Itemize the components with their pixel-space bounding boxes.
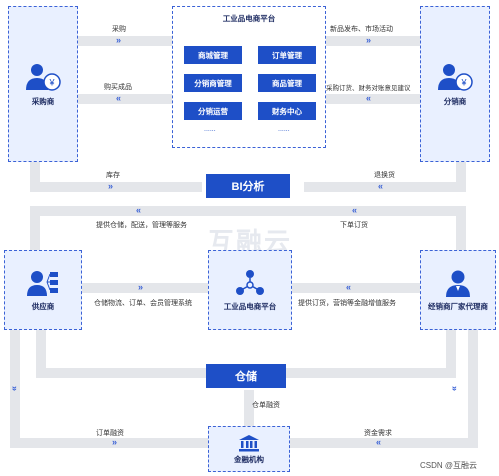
bank-label: 金融机构: [234, 454, 264, 464]
supplier-label: 供应商: [31, 301, 55, 311]
track-supplier-platform: [82, 283, 208, 293]
order-finance-arrow-icon: «: [366, 93, 372, 103]
dealer-label: 经销商厂家代理商: [428, 301, 488, 311]
order-finance-lower-arrow-icon: »: [112, 437, 118, 447]
network-icon: [236, 269, 264, 295]
lower-platform-label: 工业品电商平台: [223, 301, 277, 311]
track-storage-row-left: [36, 368, 206, 378]
exchange-arrow-icon: «: [378, 181, 384, 191]
exchange-label: 退换货: [374, 172, 395, 179]
supplier-icon: [27, 270, 58, 296]
track-service-left-down: [30, 206, 40, 250]
svg-text:¥: ¥: [460, 77, 467, 87]
dealer-arrow-icon: «: [346, 282, 352, 292]
new-release-label: 新品发布、市场活动: [330, 26, 393, 33]
track-purchase: [78, 36, 172, 46]
storage-banner[interactable]: 仓储: [206, 364, 286, 388]
module-operations-button[interactable]: 分销运营: [184, 102, 242, 120]
track-order-finance: [326, 94, 420, 104]
purchase-label: 采购: [112, 26, 126, 33]
module-order-button[interactable]: 订单管理: [258, 46, 316, 64]
supplier-arrow-icon: »: [138, 282, 144, 292]
supplier-node[interactable]: 供应商: [4, 250, 82, 330]
track-exchange: [304, 182, 466, 192]
warehouse-service-label: 提供仓储，配送，管理等服务: [96, 222, 187, 229]
track-storage-right: [446, 330, 456, 376]
dealer-icon: [446, 270, 470, 297]
track-storage-left: [36, 330, 46, 376]
track-service-row: [30, 206, 466, 216]
new-release-arrow-icon: »: [366, 35, 372, 45]
track-outer-right: [468, 330, 478, 446]
fund-demand-label: 资金需求: [364, 430, 392, 437]
lower-platform-node[interactable]: 工业品电商平台: [208, 250, 292, 330]
track-service-right-down: [456, 206, 466, 250]
dealer-edge-label: 提供订货，营销等金融增值服务: [298, 300, 396, 307]
service-arrow-icon: «: [136, 205, 142, 215]
buyer-label: 采购商: [31, 96, 55, 106]
track-buy-goods: [78, 94, 172, 104]
fund-demand-arrow-icon: «: [376, 437, 382, 447]
platform-title: 工业品电商平台: [222, 14, 276, 23]
track-bank-right: [290, 438, 478, 448]
bank-icon: [239, 434, 259, 451]
buy-goods-arrow-icon: «: [116, 93, 122, 103]
track-buyer-down: [30, 162, 40, 192]
order-finance-label: 采购订货、财务对账意见建议: [326, 85, 411, 92]
track-distributor-down: [456, 162, 466, 192]
outer-right-arrow-icon: »: [450, 385, 461, 392]
buy-goods-label: 购买成品: [104, 84, 132, 91]
track-center-down: [244, 390, 254, 426]
distributor-label: 分销商: [443, 96, 467, 106]
supplier-edge-label: 仓储物流、订单、会员管理系统: [94, 300, 192, 307]
svg-text:¥: ¥: [48, 77, 55, 87]
distributor-node[interactable]: ¥ 分销商: [420, 6, 490, 162]
track-platform-dealer: [292, 283, 420, 293]
distributor-icon: ¥: [438, 63, 473, 91]
track-inventory: [30, 182, 202, 192]
track-outer-left: [10, 330, 20, 446]
track-storage-row-right: [286, 368, 456, 378]
module-more-left: ......: [204, 126, 216, 133]
module-distributor-button[interactable]: 分销商管理: [184, 74, 242, 92]
buyer-icon: ¥: [26, 63, 61, 91]
module-more-right: ......: [278, 126, 290, 133]
inventory-label: 库存: [106, 172, 120, 179]
inventory-arrow-icon: »: [108, 181, 114, 191]
place-order-arrow-icon: «: [352, 205, 358, 215]
dealer-node[interactable]: 经销商厂家代理商: [420, 250, 496, 330]
order-finance-lower-label: 订单融资: [96, 430, 124, 437]
module-product-button[interactable]: 商品管理: [258, 74, 316, 92]
buyer-node[interactable]: ¥ 采购商: [8, 6, 78, 162]
warehouse-finance-label: 仓单融资: [252, 402, 280, 409]
outer-left-arrow-icon: »: [10, 385, 21, 392]
purchase-arrow-icon: »: [116, 35, 122, 45]
track-bank-left: [10, 438, 208, 448]
module-mall-button[interactable]: 商城管理: [184, 46, 242, 64]
bi-analysis-banner[interactable]: BI分析: [206, 174, 290, 198]
place-order-label: 下单订货: [340, 222, 368, 229]
module-finance-button[interactable]: 财务中心: [258, 102, 316, 120]
track-new-release: [326, 36, 420, 46]
footer-credit: CSDN @互融云: [420, 461, 478, 470]
bank-node[interactable]: 金融机构: [208, 426, 290, 472]
